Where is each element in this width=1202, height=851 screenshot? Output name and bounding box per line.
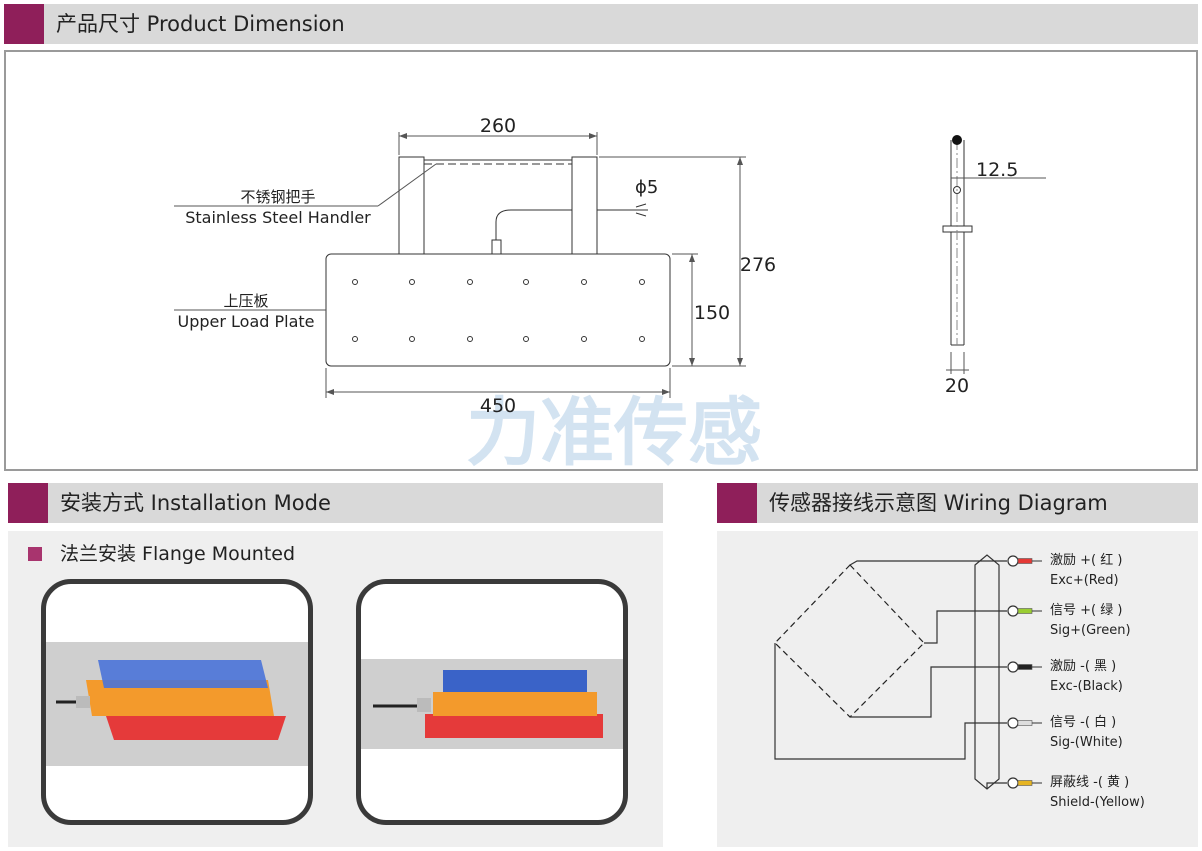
wire-label: 激励 -( 黑 ) Exc-(Black) (1050, 657, 1123, 697)
section-title-dimension: 产品尺寸 Product Dimension (56, 12, 345, 36)
wire-color-swatch (1017, 558, 1033, 564)
wire-terminal (1007, 605, 1019, 617)
wire-color-swatch (1017, 608, 1033, 614)
plate-label-cn: 上压板 (223, 292, 268, 310)
wire-color-swatch (1017, 664, 1033, 670)
section-title-installation: 安装方式 Installation Mode (60, 491, 331, 515)
installation-panel: 法兰安装 Flange Mounted (8, 531, 663, 847)
wire-color-swatch (1017, 780, 1033, 786)
wire-label-en: Sig-(White) (1050, 735, 1123, 750)
installation-subtitle: 法兰安装 Flange Mounted (28, 539, 295, 566)
handle-post-right (571, 156, 598, 255)
wire-label-cn: 激励 -( 黑 ) (1050, 659, 1117, 674)
installation-subtitle-text: 法兰安装 Flange Mounted (60, 543, 296, 565)
dim-12-5-label: 12.5 (976, 159, 1018, 181)
section-header-installation: 安装方式 Installation Mode (8, 483, 663, 523)
plate-label-en: Upper Load Plate (177, 312, 314, 331)
wire-terminal (1007, 661, 1019, 673)
wire-label: 信号 +( 绿 ) Sig+(Green) (1050, 601, 1131, 641)
cable-line (495, 209, 572, 242)
dim-450-label: 450 (480, 395, 516, 417)
installation-render-angled (46, 642, 308, 766)
wire-label-en: Exc+(Red) (1050, 573, 1119, 588)
handle-label-en: Stainless Steel Handler (185, 208, 371, 227)
installation-image-frame-1 (41, 579, 313, 825)
dimension-drawing-panel: 力准传感 260 276 150 450 ϕ5 12.5 20 不锈钢把手 St… (4, 50, 1198, 476)
handle-label-cn: 不锈钢把手 (240, 188, 315, 206)
wire-label-en: Exc-(Black) (1050, 679, 1123, 694)
section-header-wiring: 传感器接线示意图 Wiring Diagram (717, 483, 1198, 523)
dimension-drawing: 力准传感 260 276 150 450 ϕ5 12.5 20 不锈钢把手 St… (174, 115, 1046, 476)
wiring-panel: 激励 +( 红 ) Exc+(Red) 信号 +( 绿 ) Sig+(Green) 激励… (717, 531, 1198, 847)
wire-label: 信号 -( 白 ) Sig-(White) (1050, 713, 1123, 753)
dim-phi5-label: ϕ5 (635, 177, 658, 198)
wire-terminal (1007, 717, 1019, 729)
bullet-square-icon (28, 547, 42, 561)
wiring-diagram (774, 554, 1042, 790)
wire-label-cn: 信号 -( 白 ) (1050, 715, 1117, 730)
installation-image-frame-2 (356, 579, 628, 825)
bridge-diamond (774, 564, 925, 718)
dim-276-label: 276 (740, 254, 776, 276)
watermark: 力准传感 (466, 390, 762, 469)
wire-color-swatch (1017, 720, 1033, 726)
wire-label-en: Sig+(Green) (1050, 623, 1131, 638)
cable-bundle (974, 554, 1000, 790)
dim-150-label: 150 (694, 302, 730, 324)
header-accent-block (717, 483, 757, 523)
wire-label: 激励 +( 红 ) Exc+(Red) (1050, 551, 1122, 591)
section-header-dimension: 产品尺寸 Product Dimension (4, 4, 1198, 44)
wire-terminal (1007, 555, 1019, 567)
side-view-cap (952, 135, 962, 145)
wire-label-en: Shield-(Yellow) (1050, 795, 1145, 810)
handle-post-left (398, 156, 425, 255)
upper-load-plate-outline (325, 253, 671, 367)
header-accent-block (4, 4, 44, 44)
wire-label-cn: 屏蔽线 -( 黄 ) (1050, 775, 1130, 790)
wire-label-cn: 信号 +( 绿 ) (1050, 603, 1123, 618)
wire-terminal (1007, 777, 1019, 789)
wire-label: 屏蔽线 -( 黄 ) Shield-(Yellow) (1050, 773, 1145, 813)
connector (491, 239, 502, 255)
section-title-wiring: 传感器接线示意图 Wiring Diagram (769, 491, 1108, 515)
wire-terminals (1007, 555, 1042, 789)
dim-260-label: 260 (480, 115, 516, 137)
dim-20-label: 20 (945, 375, 969, 397)
installation-render-front (361, 659, 623, 749)
wire-label-cn: 激励 +( 红 ) (1050, 553, 1123, 568)
header-accent-block (8, 483, 48, 523)
